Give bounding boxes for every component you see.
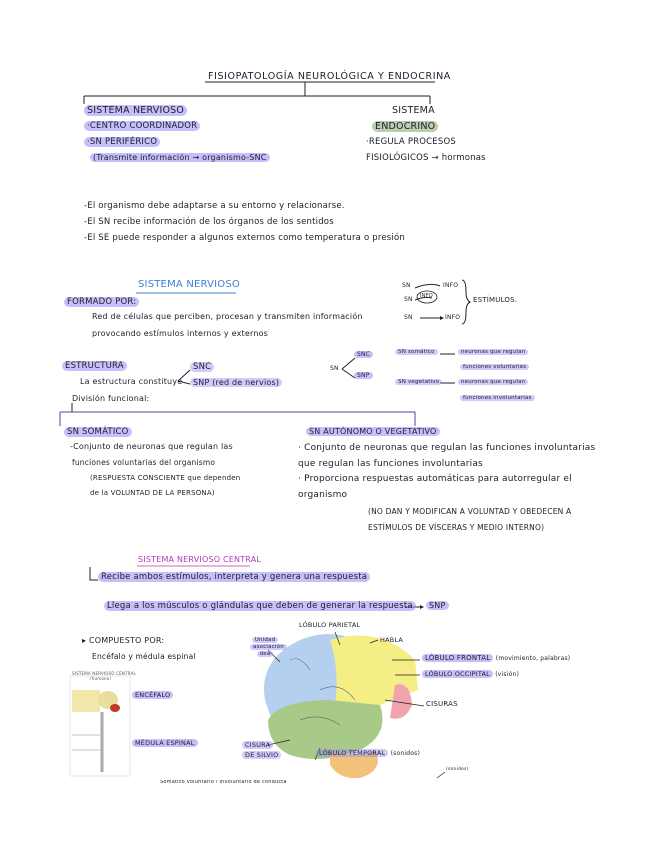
parietal-label: LÓBULO PARIETAL [299,621,361,629]
snc-llega-snp: SNP [426,601,449,610]
autonomo-line-3: · Proporciona respuestas automáticas par… [298,474,572,484]
page-title: FISIOPATOLOGÍA NEUROLÓGICA Y ENDOCRINA [208,71,451,82]
map-snc: SNC [354,351,374,358]
se-heading-1: SISTEMA [392,105,435,116]
sn-item-centro: ·CENTRO COORDINADOR [84,121,201,131]
se-item-fisiologicos: FISIOLÓGICOS → hormonas [366,153,486,163]
habla-label: HABLA [380,636,404,644]
somatico-line-4: de la VOLUNTAD DE LA PERSONA) [90,489,215,497]
encefalo-label: ENCÉFALO [132,691,174,699]
map-somatico-1: neuronas que regulan [458,349,529,356]
occipital-label: LÓBULO OCCIPITAL (visión) [422,670,519,678]
estructura-snp: SNP (red de nervios) [190,378,283,387]
sn-item-periferico: ·SN PERIFÉRICO [84,137,161,147]
mini-title: SISTEMA NERVIOSO CENTRAL [72,671,136,676]
estim-sn-1: SN [402,282,411,289]
autonomo-line-2: que regulan las funciones involuntarias [298,459,483,469]
temporal-label: LÓBULO TEMPORAL (sonidos) [316,749,420,757]
cisuras-label: CISURAS [426,700,458,708]
map-vegetativo-1: neuronas que regulan [458,379,529,386]
somatico-title: SN SOMÁTICO [64,427,132,437]
autonomo-line-4: organismo [298,490,348,500]
snc-section-title: SISTEMA NERVIOSO CENTRAL [138,555,262,564]
compuesto-label: ▸ COMPUESTO POR: [82,636,165,645]
formado-line-2: provocando estímulos internos y externos [92,329,269,338]
mini-subtitle: (humano) [90,676,112,681]
autonomo-line-5: (NO DAN Y MODIFICAN A VOLUNTAD Y OBEDECE… [368,507,572,516]
estim-sn-2: SN [404,296,413,303]
estimulos-label: ESTÍMULOS. [473,296,518,304]
note-1: -El organismo debe adaptarse a su entorn… [84,201,345,211]
note-2: -El SN recibe información de los órganos… [84,217,334,227]
snc-llega: Llega a los músculos o glándulas que deb… [104,601,416,611]
autonomo-line-1: · Conjunto de neuronas que regulan las f… [298,443,596,453]
somatico-line-3: (RESPUESTA CONSCIENTE que dependen [90,474,241,482]
estim-info-middle: INFO [420,293,433,299]
estructura-snc: SNC [190,362,215,372]
se-heading-2: ENDOCRINO [372,121,439,132]
map-vegetativo-2: funciones involuntarias [460,395,535,402]
autonomo-title: SN AUTÓNOMO O VEGETATIVO [306,427,440,436]
compuesto-line: Encéfalo y médula espinal [92,652,196,661]
map-sn: SN [330,365,339,372]
se-item-regula: ·REGULA PROCESOS [366,137,456,147]
snc-recibe: Recibe ambos estímulos, interpreta y gen… [98,572,371,582]
formado-label: FORMADO POR: [64,297,140,307]
somatico-line-2: funciones voluntarias del organismo [72,458,216,467]
note-3: -El SE puede responder a algunos externo… [84,233,405,243]
brain-figure [264,631,425,779]
formado-line-1: Red de células que perciben, procesan y … [92,312,363,321]
sn-section-title: SISTEMA NERVIOSO [138,279,240,290]
estim-info-3: INFO [445,314,461,321]
map-snp: SNP [354,372,373,379]
autonomo-line-6: ESTÍMULOS DE VÍSCERAS Y MEDIO INTERNO) [368,523,545,532]
frontal-label: LÓBULO FRONTAL (movimiento, palabras) [422,654,570,662]
map-somatico: SN somático [395,349,438,356]
estructura-text: La estructura constituye [80,377,183,386]
bottom-cut-text: Somático voluntario / Involuntario de co… [160,779,287,785]
medula-label: MÉDULA ESPINAL [132,739,198,747]
sn-item-transmite: (Transmite información → organismo-SNC [90,153,270,162]
triangle-bullet-icon: ▸ [82,636,89,645]
sn-heading: SISTEMA NERVIOSO [84,105,188,116]
map-vegetativo: SN vegetativo [395,379,443,386]
map-somatico-2: funciones voluntarias [460,364,530,371]
estructura-label: ESTRUCTURA [62,361,127,371]
mini-snc-figure [69,675,131,777]
estim-sn-3: SN [404,314,413,321]
estim-info-1: INFO [443,282,459,289]
somatico-line-1: -Conjunto de neuronas que regulan las [70,442,233,451]
division-funcional: División funcional: [72,394,150,403]
small-note: (sonidos) [446,767,469,772]
